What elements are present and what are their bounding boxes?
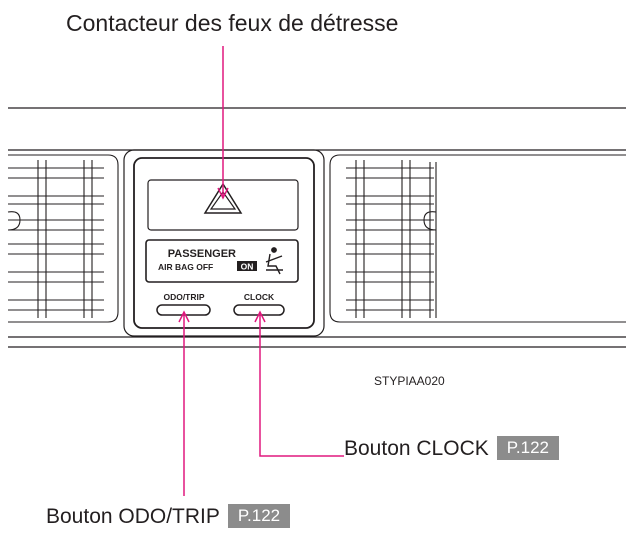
leader-lines <box>178 46 344 496</box>
odo-callout-text: Bouton ODO/TRIP <box>46 505 220 528</box>
on-badge <box>237 261 257 271</box>
clock-leader-arrow <box>254 310 266 323</box>
hazard-leader-arrow <box>217 187 229 200</box>
clock-button-label: CLOCK <box>244 292 275 302</box>
clock-button-callout: Bouton CLOCK P.122 <box>344 436 559 461</box>
center-panel <box>123 149 325 337</box>
right-air-vent <box>329 154 626 323</box>
dashboard-outline <box>8 107 626 348</box>
hazard-switch-callout: Contacteur des feux de détresse <box>66 10 399 36</box>
odo-trip-button-callout: Bouton ODO/TRIP P.122 <box>46 504 291 529</box>
odo-leader-arrow <box>178 310 190 323</box>
figure-code: STYPIAA020 <box>374 374 445 388</box>
seated-passenger-icon <box>265 247 283 275</box>
clock-callout-text: Bouton CLOCK <box>344 437 489 460</box>
hazard-switch[interactable] <box>203 182 243 214</box>
clock-leader-line <box>259 312 344 457</box>
odo-page-ref: P.122 <box>227 504 291 528</box>
hazard-triangle-icon <box>203 182 243 214</box>
left-air-vent <box>7 154 119 323</box>
passenger-text: PASSENGER <box>168 248 236 260</box>
odo-trip-button-label: ODO/TRIP <box>163 292 204 302</box>
airbag-off-text: AIR BAG OFF <box>158 262 213 272</box>
clock-page-ref: P.122 <box>496 436 559 460</box>
on-badge-text: ON <box>241 262 254 272</box>
